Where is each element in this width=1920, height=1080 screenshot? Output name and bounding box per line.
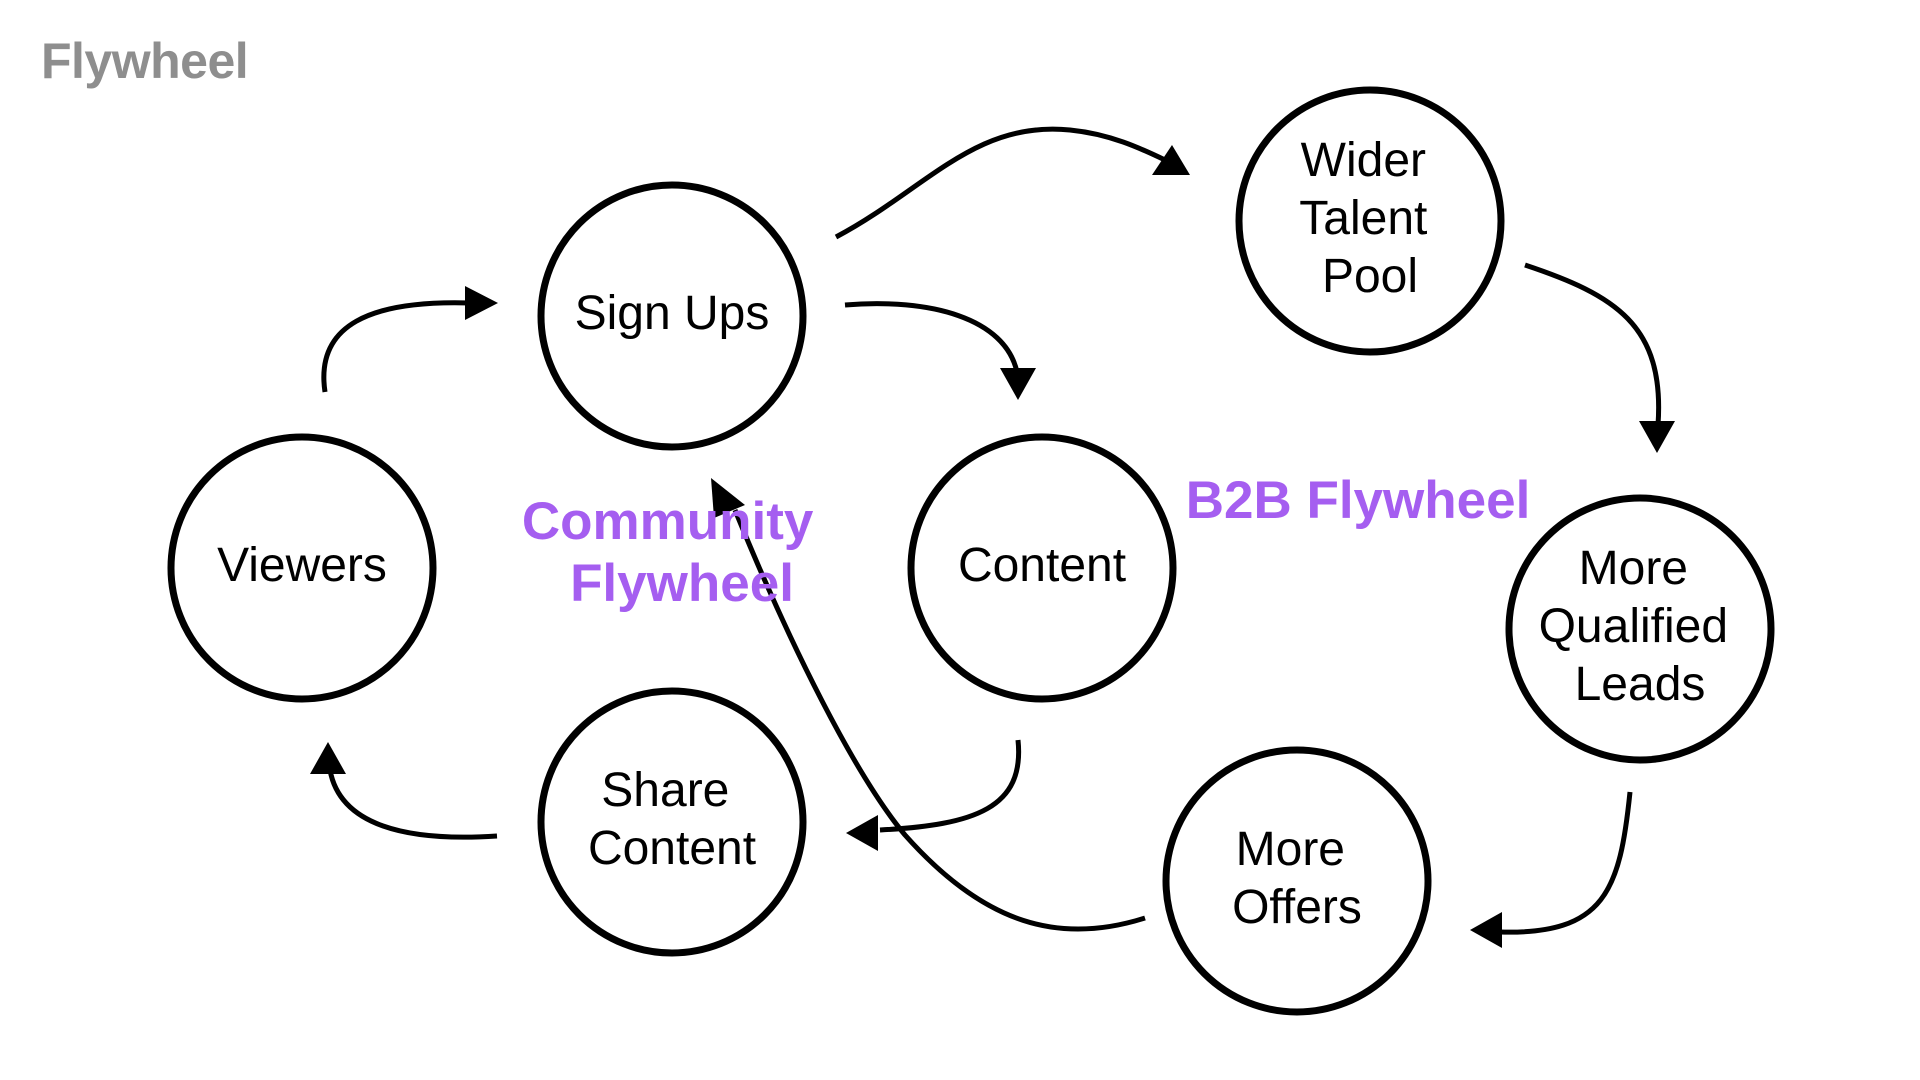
arrowhead-to-leads <box>1639 421 1675 453</box>
arrowhead-to-signups-from-viewers <box>465 286 498 320</box>
edge-talent-to-leads <box>1524 262 1662 426</box>
edge-viewers-to-signups <box>321 300 471 393</box>
node-sign-ups: Sign Ups <box>537 181 807 451</box>
arrowhead-to-share <box>846 815 878 851</box>
node-more-offers: More Offers <box>1162 746 1432 1016</box>
edge-share-to-viewers <box>327 769 498 840</box>
page-title: Flywheel <box>41 33 249 89</box>
node-wider-talent-pool: Wider Talent Pool <box>1235 86 1505 356</box>
b2b-flywheel-label: B2B Flywheel <box>1186 471 1531 530</box>
node-label: Viewers <box>217 539 387 592</box>
node-share-content: Share Content <box>537 687 807 957</box>
node-label: More Offers <box>1232 823 1362 934</box>
arrowhead-to-viewers <box>310 742 346 774</box>
node-viewers: Viewers <box>167 433 437 703</box>
node-more-qualified-leads: More Qualified Leads <box>1505 494 1775 764</box>
community-flywheel-label: Community Flywheel <box>522 492 828 613</box>
edge-signups-to-talent <box>834 126 1167 240</box>
node-label: Content <box>958 539 1126 592</box>
node-label: Wider Talent Pool <box>1299 134 1440 303</box>
edges <box>321 126 1662 935</box>
arrowhead-to-signups-from-offers <box>711 478 745 518</box>
arrowhead-to-content <box>1000 368 1036 400</box>
node-label: More Qualified Leads <box>1539 542 1742 711</box>
arrowhead-to-talent <box>1152 145 1190 175</box>
edge-leads-to-offers <box>1499 791 1633 935</box>
edge-offers-to-signups <box>732 509 1146 932</box>
arrowhead-to-offers <box>1470 912 1502 948</box>
arrowheads <box>310 145 1675 948</box>
node-label: Share Content <box>588 764 756 875</box>
edge-signups-to-content <box>844 301 1020 373</box>
node-content: Content <box>907 433 1177 703</box>
edge-content-to-share <box>879 739 1022 833</box>
node-label: Sign Ups <box>575 287 770 340</box>
